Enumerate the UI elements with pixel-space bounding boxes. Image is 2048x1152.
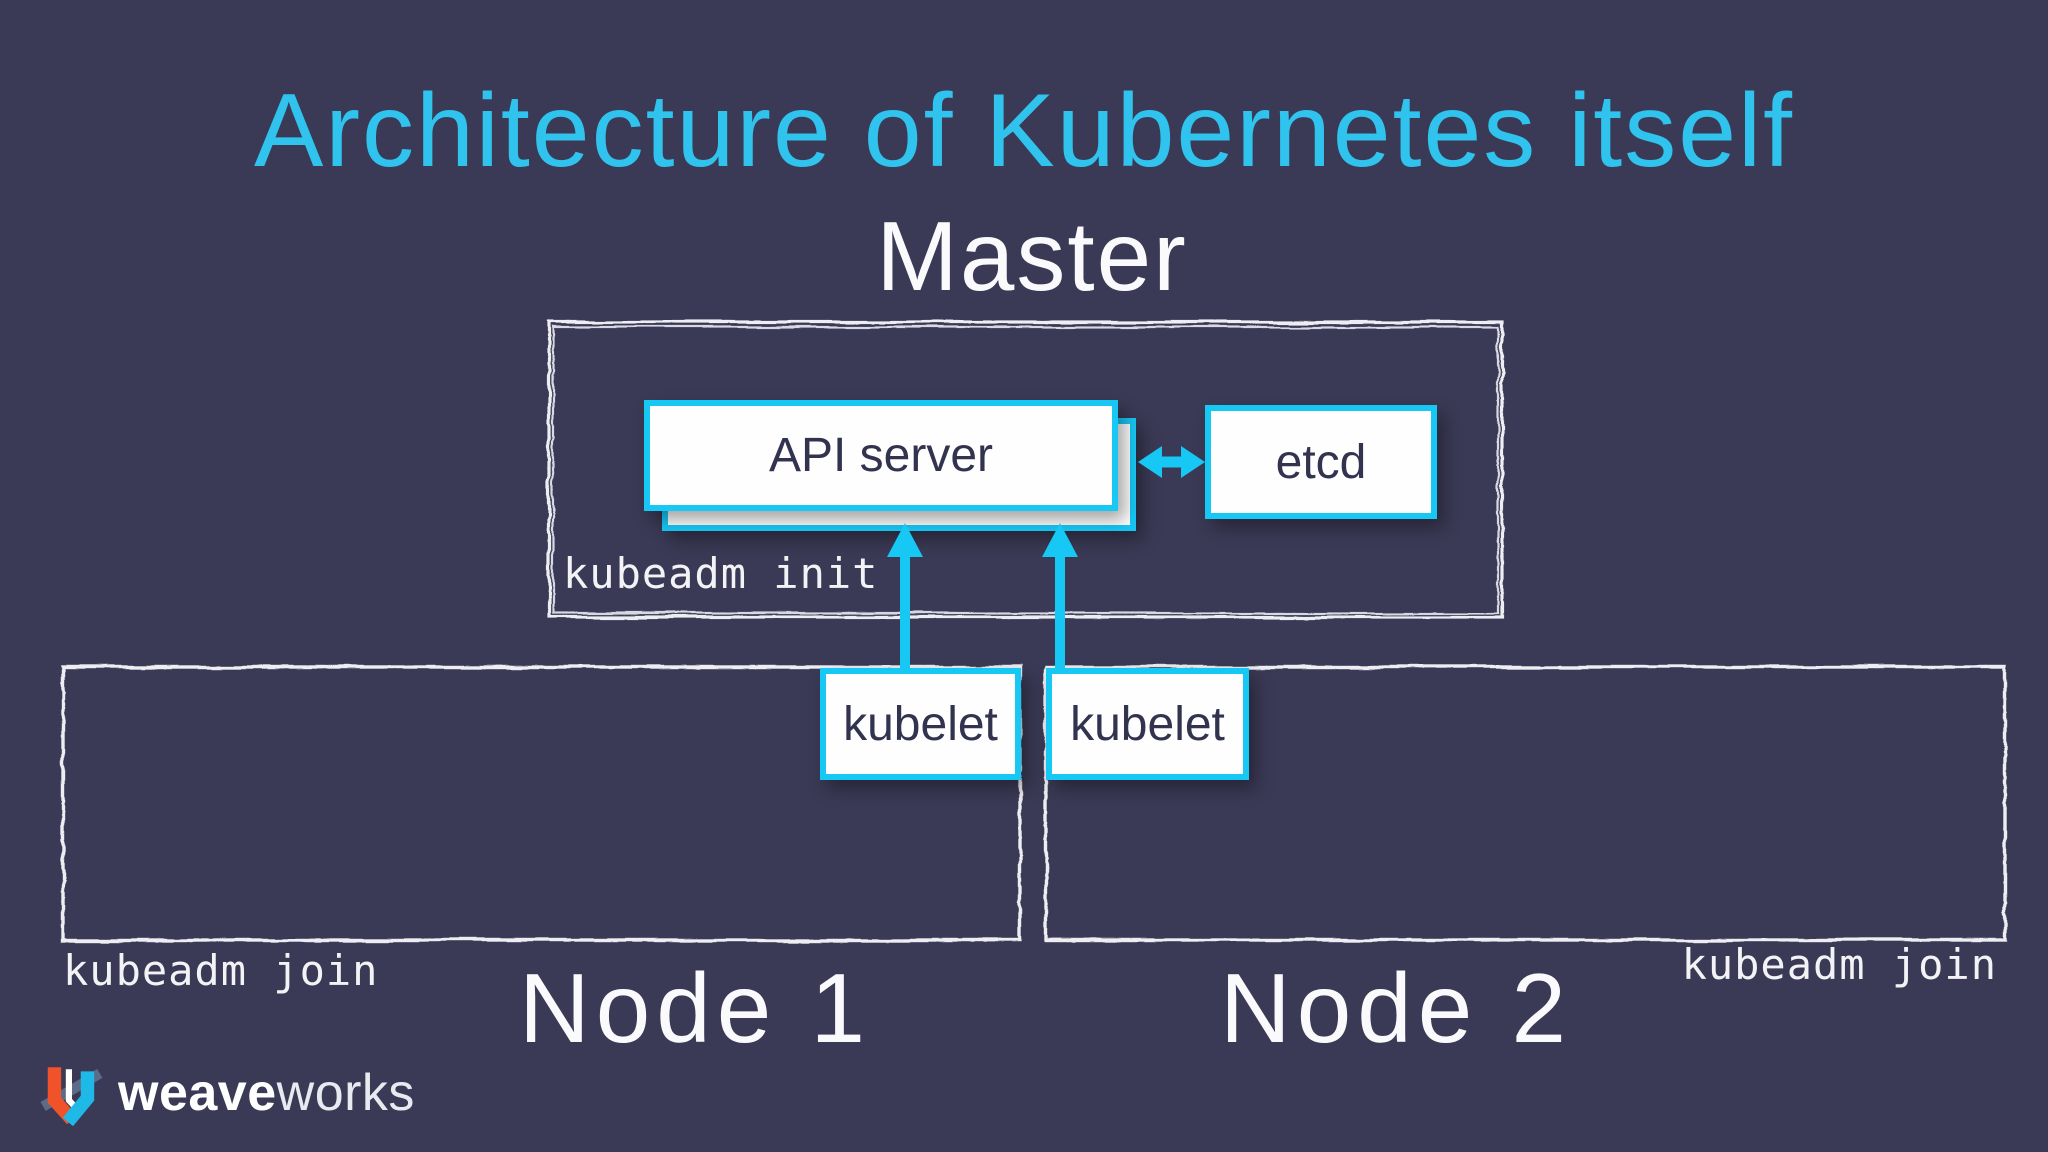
etcd-label: etcd: [1275, 435, 1367, 489]
master-box: [547, 320, 1504, 619]
node2-label: Node 2: [1219, 953, 1573, 1063]
kubelet-label-node1: kubelet: [843, 697, 998, 751]
node1-box: [61, 665, 1022, 942]
node2-box: [1044, 665, 2007, 942]
kubelet-box-node1: kubelet: [820, 668, 1021, 780]
api-server-box: API server: [644, 400, 1118, 511]
kubeadm-join-label-node1: kubeadm join: [63, 946, 379, 995]
weaveworks-wordmark: weaveworks: [118, 1063, 415, 1123]
node1-label: Node 1: [518, 953, 872, 1063]
brand-works: works: [276, 1064, 415, 1122]
brand-weave: weave: [118, 1064, 277, 1122]
weaveworks-logo: weaveworks: [40, 1058, 415, 1128]
master-label: Master: [876, 201, 1188, 311]
weaveworks-logo-icon: [40, 1067, 103, 1126]
kubelet-box-node2: kubelet: [1046, 668, 1249, 780]
kubeadm-join-label-node2: kubeadm join: [1681, 940, 1997, 989]
kubelet-label-node2: kubelet: [1070, 697, 1225, 751]
kubeadm-init-label: kubeadm init: [563, 549, 879, 598]
etcd-box: etcd: [1205, 405, 1437, 519]
api-server-label: API server: [768, 429, 994, 482]
slide-title: Architecture of Kubernetes itself: [253, 73, 1795, 189]
